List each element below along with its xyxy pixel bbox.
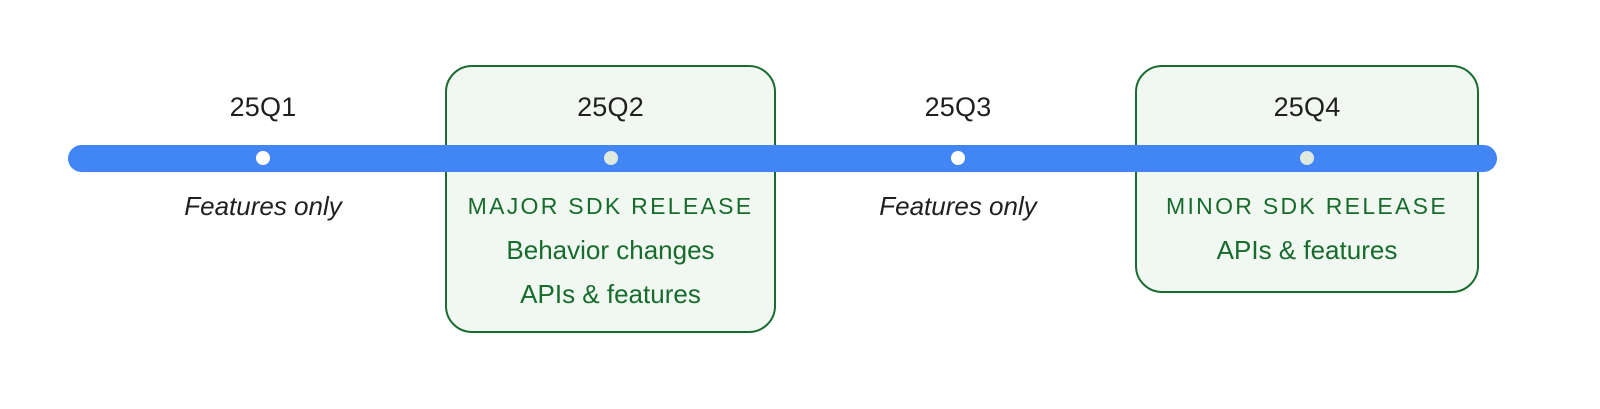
release-card-25q2: [445, 65, 776, 333]
release-kicker-25q2: MAJOR SDK RELEASE: [467, 193, 754, 219]
timeline-marker-dot-25q2[interactable]: [603, 151, 618, 165]
timeline-quarter-25q3: 25Q3 Features only: [858, 0, 1058, 409]
quarter-details-25q2: MAJOR SDK RELEASE Behavior changes APIs …: [445, 189, 776, 311]
timeline-quarter-25q4: 25Q4 MINOR SDK RELEASE APIs & features: [1135, 0, 1479, 409]
quarter-label-25q3: 25Q3: [924, 92, 992, 122]
release-line-25q2-1: APIs & features: [520, 279, 701, 309]
release-line-25q4-0: APIs & features: [1216, 235, 1398, 265]
release-card-25q4: [1135, 65, 1479, 293]
quarter-note-25q1: Features only: [184, 191, 342, 221]
timeline-marker-dot-25q4[interactable]: [1300, 151, 1314, 165]
release-kicker-25q4: MINOR SDK RELEASE: [1166, 193, 1448, 219]
timeline-marker-dot-25q3[interactable]: [951, 151, 965, 165]
timeline-quarter-25q2: 25Q2 MAJOR SDK RELEASE Behavior changes …: [445, 0, 776, 409]
timeline-quarter-25q1: 25Q1 Features only: [163, 0, 363, 409]
quarter-label-25q1: 25Q1: [229, 92, 297, 122]
quarter-details-25q3: Features only: [858, 189, 1058, 223]
quarter-label-25q4: 25Q4: [1273, 92, 1341, 122]
timeline-bar: [68, 145, 1497, 172]
quarter-details-25q4: MINOR SDK RELEASE APIs & features: [1135, 189, 1479, 267]
quarter-note-25q3: Features only: [879, 191, 1037, 221]
quarter-label-25q2: 25Q2: [577, 92, 644, 122]
release-line-25q2-0: Behavior changes: [506, 235, 715, 265]
quarter-details-25q1: Features only: [163, 189, 363, 223]
timeline-marker-dot-25q1[interactable]: [256, 151, 270, 165]
